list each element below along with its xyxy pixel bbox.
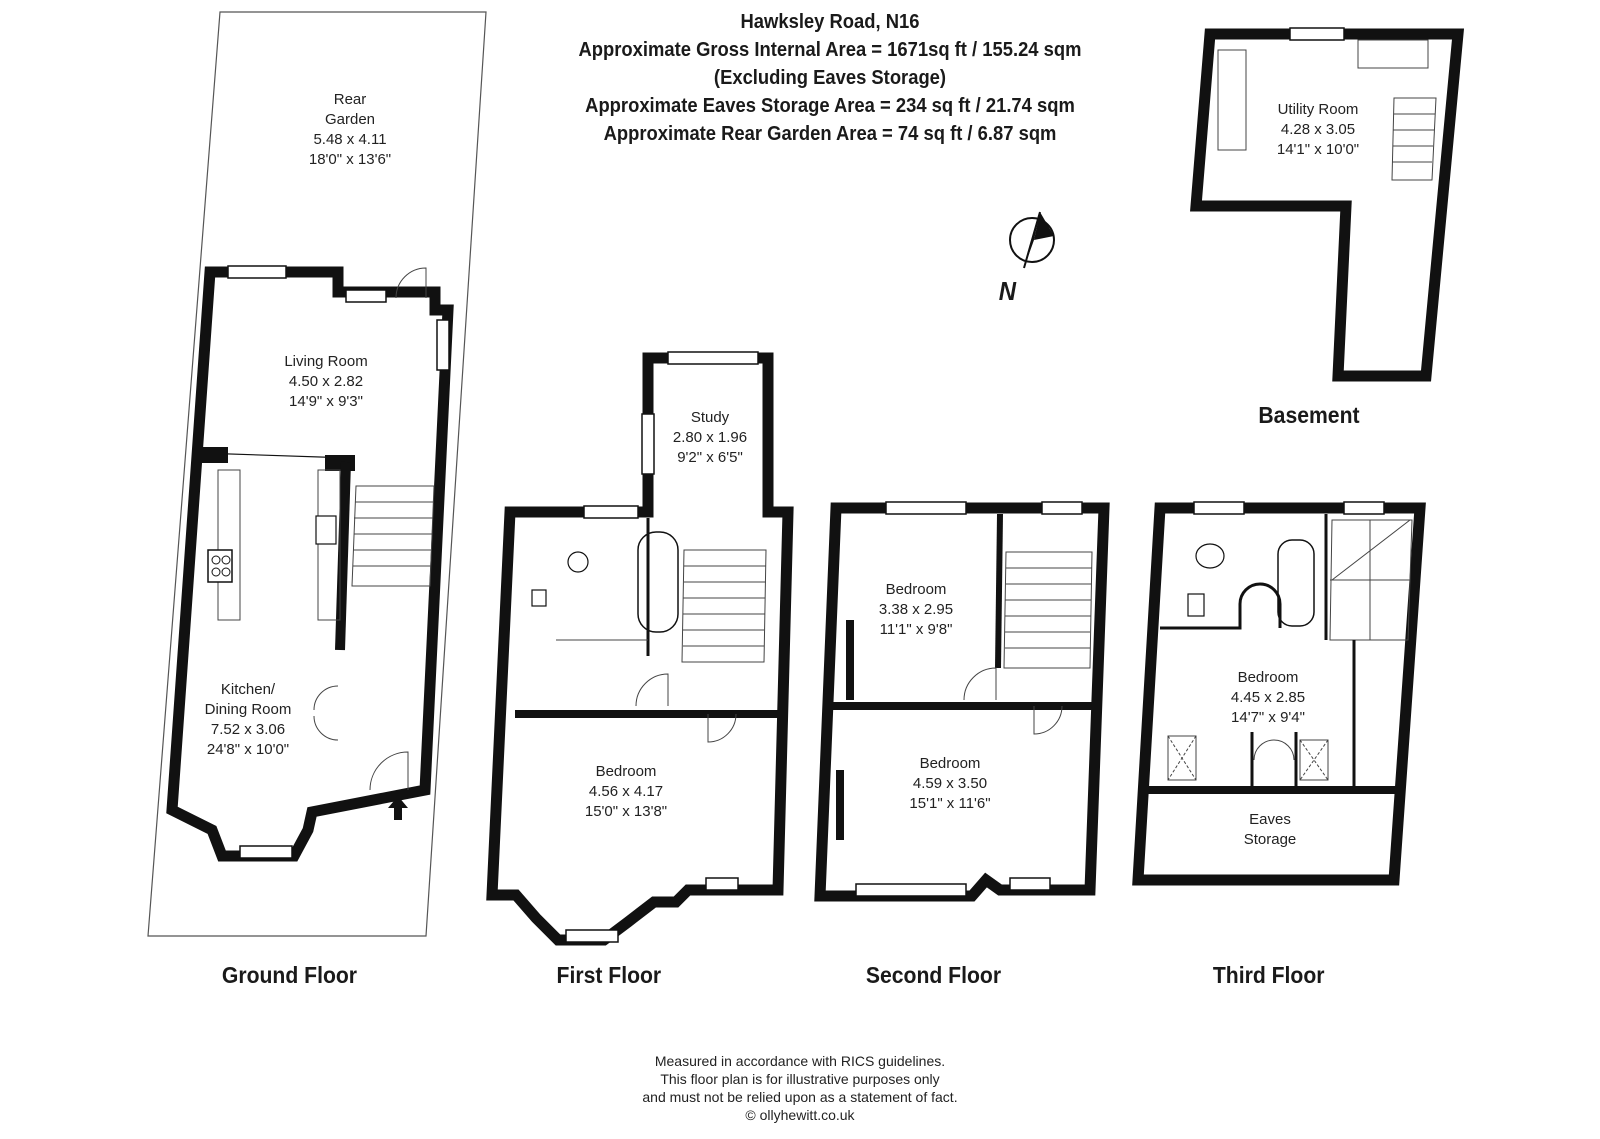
room-metric: 4.50 x 2.82 [288, 373, 364, 390]
room-second-bedroom-rear: Bedroom 3.38 x 2.95 11'1" x 9'8" [846, 580, 986, 640]
room-imperial: 14'9" x 9'3" [289, 393, 363, 410]
garden-area: Approximate Rear Garden Area = 74 sq ft … [603, 123, 1057, 145]
room-name: Eaves [1249, 811, 1291, 828]
room-utility: Utility Room 4.28 x 3.05 14'1" x 10'0" [1248, 100, 1388, 160]
ground-window-rear-2 [345, 289, 387, 303]
ground-window-rear-1 [227, 265, 287, 279]
room-rear-garden: Rear Garden 5.48 x 4.11 18'0" x 13'6" [280, 90, 420, 170]
floor-label-third: Third Floor [1212, 962, 1325, 988]
disclaimer: Measured in accordance with RICS guideli… [500, 1052, 1100, 1124]
basement-walls [1190, 28, 1465, 382]
room-name: Bedroom [1237, 669, 1299, 686]
room-study: Study 2.80 x 1.96 9'2" x 6'5" [640, 408, 780, 468]
ground-rear-door [395, 267, 427, 299]
room-imperial: 15'0" x 13'8" [584, 803, 668, 820]
compass-icon [1009, 211, 1055, 269]
room-metric: 4.28 x 3.05 [1280, 121, 1356, 138]
disclaimer-line: and must not be relied upon as a stateme… [642, 1089, 958, 1105]
floor-label-ground: Ground Floor [221, 962, 358, 988]
page-title: Hawksley Road, N16 [740, 11, 920, 33]
eaves-area: Approximate Eaves Storage Area = 234 sq … [585, 95, 1075, 117]
room-name: Bedroom [595, 763, 657, 780]
compass-label: N [998, 276, 1017, 306]
excluding-note: (Excluding Eaves Storage) [713, 67, 947, 89]
room-name: Kitchen/ [220, 681, 276, 698]
room-metric: 3.38 x 2.95 [878, 601, 954, 618]
second-floor-walls [814, 502, 1110, 902]
room-metric: 2.80 x 1.96 [672, 429, 748, 446]
room-name: Rear [333, 91, 367, 108]
room-third-bedroom: Bedroom 4.45 x 2.85 14'7" x 9'4" [1198, 668, 1338, 728]
room-name: Utility Room [1277, 101, 1359, 118]
room-imperial: 15'1" x 11'6" [909, 795, 991, 812]
basement-plan [1190, 27, 1465, 382]
garden-boundary [147, 11, 487, 937]
room-second-bedroom-front: Bedroom 4.59 x 3.50 15'1" x 11'6" [880, 754, 1020, 814]
third-floor-plan [1132, 501, 1426, 886]
room-name: Study [690, 409, 730, 426]
third-floor-walls [1132, 502, 1426, 886]
room-name: Living Room [284, 353, 368, 370]
room-imperial: 14'1" x 10'0" [1276, 141, 1360, 158]
disclaimer-line: Measured in accordance with RICS guideli… [654, 1053, 946, 1069]
room-name: Dining Room [204, 701, 292, 718]
room-living: Living Room 4.50 x 2.82 14'9" x 9'3" [256, 352, 396, 412]
room-imperial: 14'7" x 9'4" [1231, 709, 1305, 726]
room-name: Storage [1243, 831, 1297, 848]
floor-label-basement: Basement [1258, 402, 1360, 428]
room-kitchen: Kitchen/ Dining Room 7.52 x 3.06 24'8" x… [178, 680, 318, 760]
room-eaves-storage: Eaves Storage [1200, 810, 1340, 850]
room-metric: 4.59 x 3.50 [912, 775, 988, 792]
floor-label-second: Second Floor [865, 962, 1002, 988]
room-imperial: 18'0" x 13'6" [308, 151, 392, 168]
room-imperial: 24'8" x 10'0" [206, 741, 290, 758]
room-first-bedroom: Bedroom 4.56 x 4.17 15'0" x 13'8" [556, 762, 696, 822]
room-metric: 4.45 x 2.85 [1230, 689, 1306, 706]
ground-window-side [436, 319, 450, 371]
room-metric: 4.56 x 4.17 [588, 783, 664, 800]
room-metric: 5.48 x 4.11 [313, 131, 387, 148]
ground-floor-plan [147, 11, 487, 937]
second-floor-plan [814, 501, 1110, 902]
room-metric: 7.52 x 3.06 [210, 721, 286, 738]
room-name: Bedroom [885, 581, 947, 598]
room-imperial: 11'1" x 9'8" [879, 621, 953, 638]
room-imperial: 9'2" x 6'5" [677, 449, 743, 466]
gross-area: Approximate Gross Internal Area = 1671sq… [578, 39, 1082, 61]
ground-stairs [351, 485, 435, 587]
first-floor-plan [486, 351, 794, 946]
room-name: Bedroom [919, 755, 981, 772]
room-name: Garden [324, 111, 376, 128]
copyright: © ollyhewitt.co.uk [745, 1107, 855, 1123]
disclaimer-line: This floor plan is for illustrative purp… [660, 1071, 940, 1087]
floor-label-first: First Floor [556, 962, 662, 988]
